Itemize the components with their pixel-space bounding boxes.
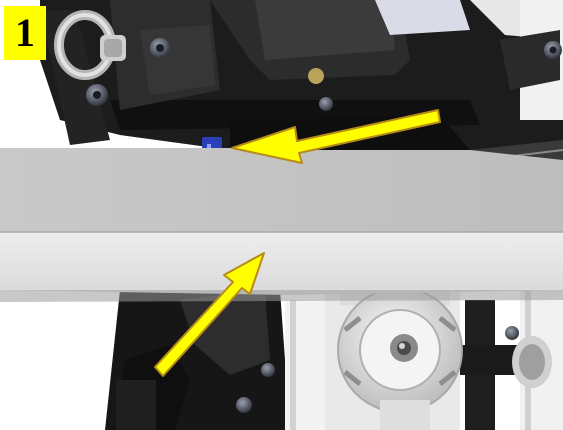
- adjustment-knob-icon: [325, 285, 463, 430]
- step-number-badge: 1: [4, 6, 46, 60]
- arrow-to-slot: [231, 109, 441, 164]
- eye-bolt-icon: [54, 10, 126, 80]
- arrow-to-plate-edge: [154, 252, 265, 377]
- machine-lower-body: [105, 270, 563, 430]
- grey-plate: [0, 148, 563, 302]
- screw-icon: [86, 38, 562, 111]
